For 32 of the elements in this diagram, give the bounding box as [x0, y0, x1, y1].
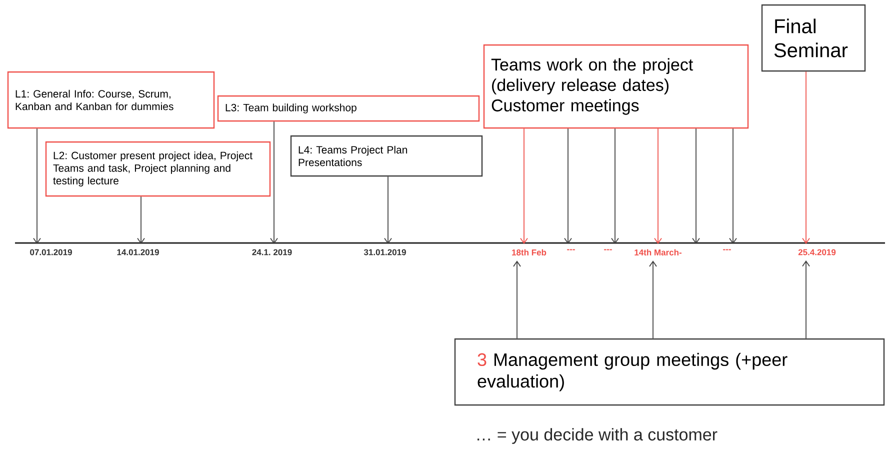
phase-box: Teams work on the project (delivery release dates) Customer meetings — [483, 44, 749, 129]
arrow — [654, 128, 662, 244]
date-label: 14.01.2019 — [117, 249, 159, 256]
meeting-box: 3 Management group meetings (+peer evaluation) — [454, 338, 885, 406]
arrow — [802, 71, 810, 244]
arrow — [137, 196, 145, 244]
date-label: 07.01.2019 — [30, 249, 72, 256]
date-label: 14th March- — [634, 249, 682, 256]
date-label: 25.4.2019 — [798, 249, 836, 256]
arrow — [270, 121, 278, 244]
date-label: 31.01.2019 — [364, 249, 406, 256]
lecture-box: L2: Customer present project idea, Project Teams and task, Project planning and testing lecture — [45, 141, 271, 197]
lecture-box: L4: Teams Project Plan Presentations — [290, 135, 483, 177]
arrow — [520, 128, 528, 244]
date-label: --- — [567, 249, 575, 250]
arrow — [802, 260, 810, 339]
date-label: --- — [723, 249, 731, 250]
lecture-box: L1: General Info: Course, Scrum, Kanban and Kanban for dummies — [7, 71, 215, 129]
arrow — [692, 128, 700, 244]
arrow — [611, 128, 619, 244]
arrow — [649, 260, 657, 339]
date-label: 24.1. 2019 — [252, 249, 292, 256]
arrow — [729, 128, 737, 244]
note-text: … = you decide with a customer — [478, 428, 718, 444]
arrow — [384, 176, 392, 244]
lecture-box: L3: Team building workshop — [217, 95, 480, 122]
arrow — [513, 260, 521, 339]
date-label: 18th Feb — [512, 249, 546, 256]
seminar-box: Final Seminar — [761, 4, 866, 72]
arrow — [33, 128, 41, 244]
date-label: --- — [604, 249, 612, 250]
arrow — [564, 128, 572, 244]
